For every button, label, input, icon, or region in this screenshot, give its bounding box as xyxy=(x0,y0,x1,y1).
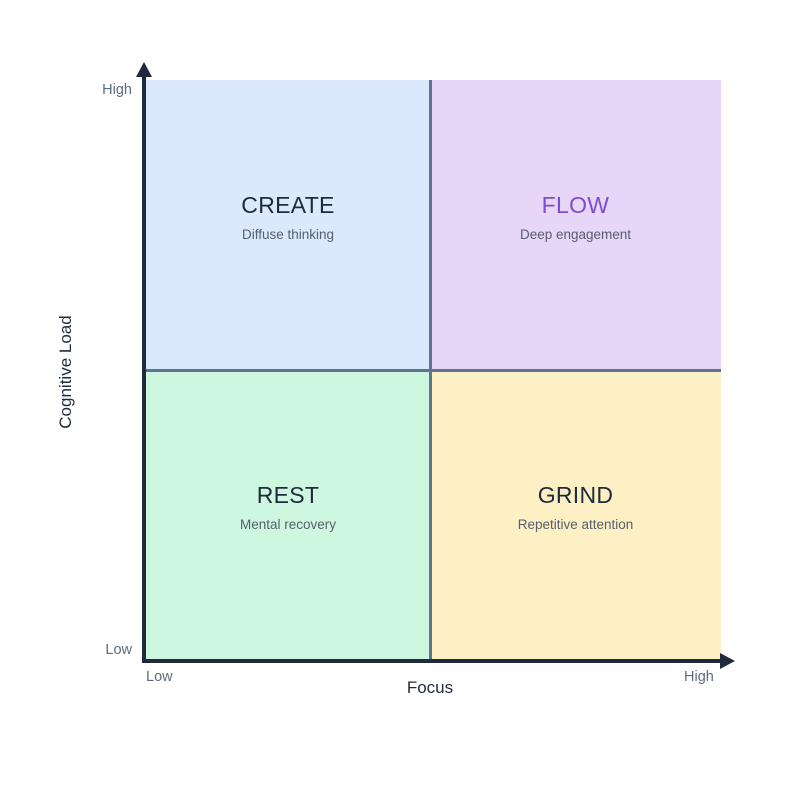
quadrant-horizontal-divider xyxy=(146,369,721,372)
y-axis-high-tick-label: High xyxy=(102,82,132,98)
quadrant-grind-subtitle: Repetitive attention xyxy=(517,517,634,532)
plot-area: CREATE Diffuse thinking FLOW Deep engage… xyxy=(146,80,721,659)
quadrant-grind-content: GRIND Repetitive attention xyxy=(430,482,721,534)
y-axis-arrow-icon xyxy=(136,62,152,77)
quadrant-rest[interactable]: REST Mental recovery xyxy=(146,370,430,659)
y-axis-title: Cognitive Load xyxy=(56,315,75,429)
x-axis-low-tick-label: Low xyxy=(146,669,173,685)
quadrant-create-title: CREATE xyxy=(241,192,335,218)
x-axis-line xyxy=(142,659,725,663)
quadrant-flow-subtitle: Deep engagement xyxy=(519,227,632,242)
quadrant-create-subtitle: Diffuse thinking xyxy=(241,227,335,242)
quadrant-flow[interactable]: FLOW Deep engagement xyxy=(430,80,721,370)
quadrant-rest-content: REST Mental recovery xyxy=(146,482,430,534)
quadrant-flow-title: FLOW xyxy=(541,192,610,218)
y-axis-line xyxy=(142,74,146,663)
quadrant-rest-subtitle: Mental recovery xyxy=(239,517,337,532)
quadrant-create[interactable]: CREATE Diffuse thinking xyxy=(146,80,430,370)
x-axis-arrow-icon xyxy=(720,653,735,669)
y-axis-low-tick-label: Low xyxy=(105,642,132,658)
quadrant-rest-title: REST xyxy=(256,482,320,508)
x-axis-title: Focus xyxy=(406,678,454,697)
quadrant-grind[interactable]: GRIND Repetitive attention xyxy=(430,370,721,659)
quadrant-grind-title: GRIND xyxy=(537,482,614,508)
quadrant-flow-content: FLOW Deep engagement xyxy=(430,192,721,244)
quadrant-create-content: CREATE Diffuse thinking xyxy=(146,192,430,244)
x-axis-high-tick-label: High xyxy=(684,669,714,685)
